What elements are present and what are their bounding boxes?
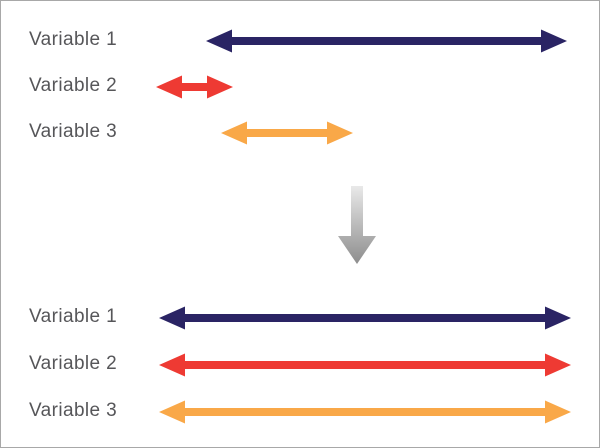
- variable-label: Variable 3: [29, 121, 118, 143]
- range-arrow: [221, 121, 353, 145]
- down-arrow-icon: [338, 186, 376, 264]
- range-arrow: [159, 400, 571, 424]
- range-arrow: [206, 29, 567, 53]
- variable-label: Variable 1: [29, 29, 118, 51]
- variable-row: Variable 2: [1, 353, 599, 377]
- variable-label: Variable 2: [29, 75, 118, 97]
- variable-label: Variable 3: [29, 400, 118, 422]
- range-arrow: [156, 75, 233, 99]
- variable-row: Variable 1: [1, 29, 599, 53]
- variable-row: Variable 1: [1, 306, 599, 330]
- range-arrow: [159, 353, 571, 377]
- variable-label: Variable 1: [29, 306, 118, 328]
- variable-row: Variable 3: [1, 400, 599, 424]
- variable-row: Variable 3: [1, 121, 599, 145]
- range-arrow: [159, 306, 571, 330]
- variable-row: Variable 2: [1, 75, 599, 99]
- variable-label: Variable 2: [29, 353, 118, 375]
